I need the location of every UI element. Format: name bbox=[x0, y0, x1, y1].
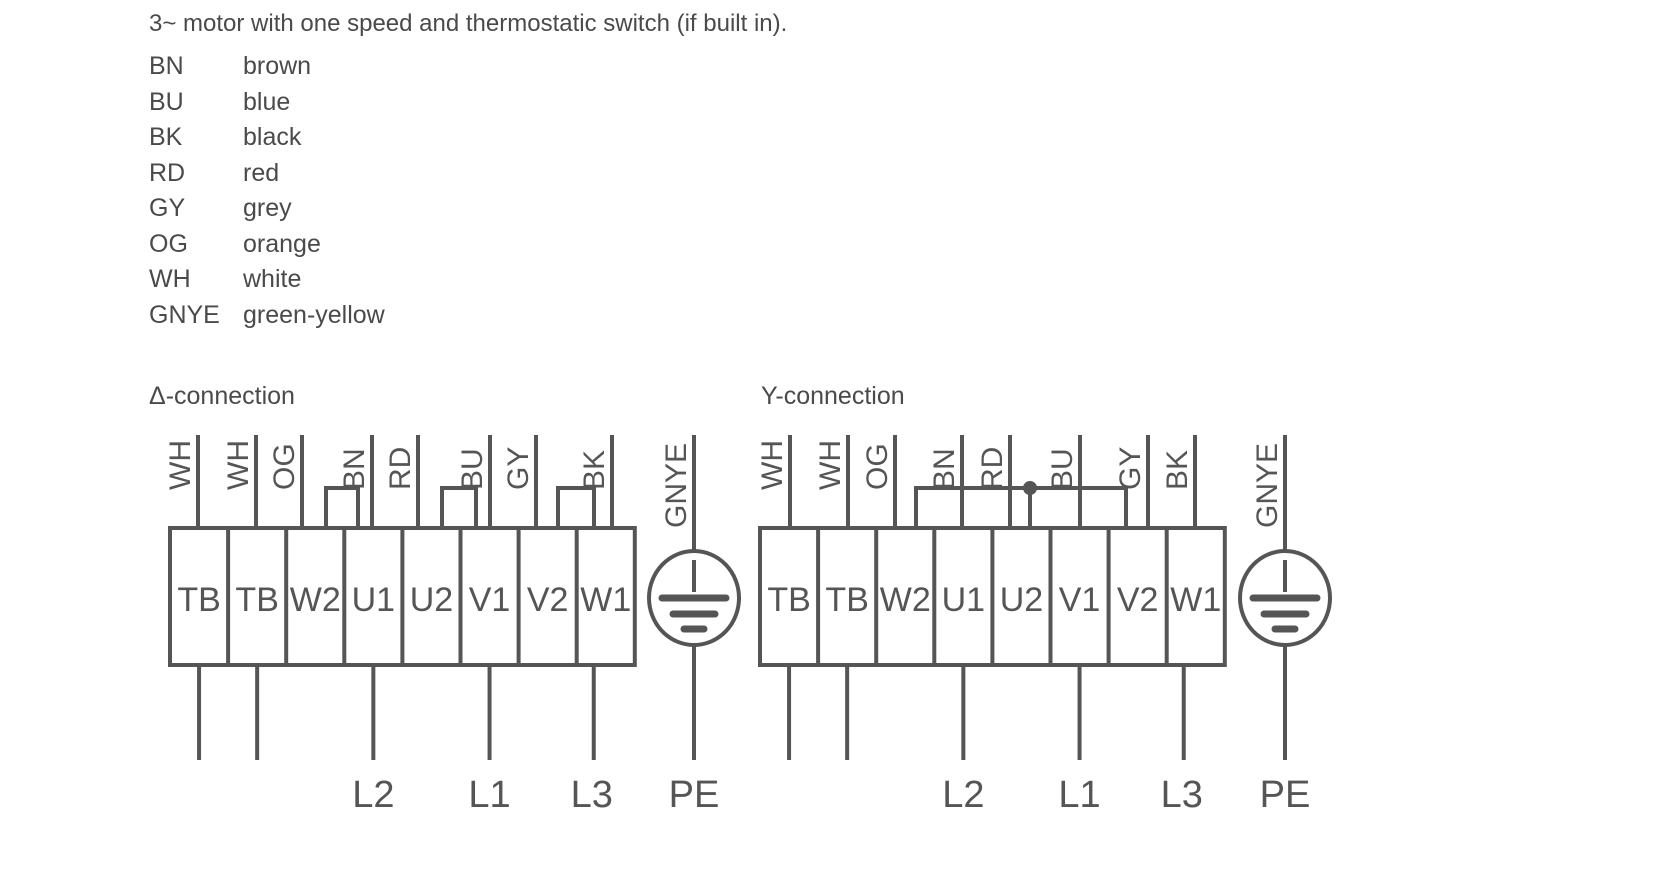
supply-label-l1: L1 bbox=[1058, 774, 1100, 816]
terminal-label: W1 bbox=[1170, 581, 1221, 619]
wire-label: BN bbox=[928, 448, 961, 490]
supply-label-l2: L2 bbox=[942, 774, 984, 816]
terminal-label: U2 bbox=[1000, 581, 1043, 619]
supply-label-l3: L3 bbox=[1161, 774, 1203, 816]
legend-code: GY bbox=[149, 194, 186, 222]
star-bridge bbox=[914, 486, 1128, 528]
legend-name: blue bbox=[243, 87, 291, 116]
wire-label: BU bbox=[456, 448, 489, 490]
supply-label-l3: L3 bbox=[571, 774, 613, 816]
wire-label: RD bbox=[384, 447, 417, 490]
legend-code: WH bbox=[149, 265, 191, 293]
delta-connection-title: Δ-connection bbox=[149, 382, 295, 410]
wire-label: BK bbox=[1161, 450, 1194, 490]
terminal-label: TB bbox=[235, 581, 278, 619]
supply-label-l2: L2 bbox=[352, 774, 394, 816]
terminal-label: U1 bbox=[942, 581, 985, 619]
legend-name: red bbox=[243, 158, 280, 187]
terminal-label: W2 bbox=[290, 581, 341, 619]
wire-label: BU bbox=[1046, 448, 1079, 490]
legend-name: white bbox=[243, 265, 302, 293]
legend-name: orange bbox=[243, 229, 321, 258]
terminal-label: V1 bbox=[1059, 581, 1101, 619]
terminal-label: W2 bbox=[880, 581, 931, 619]
wire-label: OG bbox=[861, 443, 894, 490]
diagram-title: 3~ motor with one speed and thermostatic… bbox=[149, 10, 788, 37]
supply-label-l1: L1 bbox=[468, 774, 510, 816]
legend-code: OG bbox=[149, 229, 188, 258]
terminal-label: U1 bbox=[352, 581, 395, 619]
terminal-label: V2 bbox=[1117, 581, 1159, 619]
delta-jumper bbox=[324, 486, 360, 528]
terminal-label: W1 bbox=[580, 581, 631, 619]
wire-label: BN bbox=[338, 448, 371, 490]
earth-wire-label: GNYE bbox=[660, 443, 693, 528]
terminal-label: U2 bbox=[410, 581, 453, 619]
wire-label: WH bbox=[756, 440, 789, 490]
legend-name: grey bbox=[243, 194, 292, 222]
wire-label: BK bbox=[578, 450, 611, 490]
delta-jumper bbox=[556, 486, 596, 528]
legend-name: black bbox=[243, 123, 302, 151]
wire-label: GY bbox=[1114, 447, 1147, 490]
star-point-dot bbox=[1023, 481, 1037, 495]
legend-code: GNYE bbox=[149, 300, 220, 329]
terminal-label: V2 bbox=[527, 581, 569, 619]
terminal-label: TB bbox=[177, 581, 220, 619]
delta-jumper bbox=[440, 486, 478, 528]
wire-label: WH bbox=[164, 440, 197, 490]
wire-label: GY bbox=[502, 447, 535, 490]
legend-name: brown bbox=[243, 52, 312, 80]
legend-code: BK bbox=[149, 123, 183, 151]
supply-label-pe: PE bbox=[669, 774, 720, 816]
legend-code: RD bbox=[149, 158, 186, 187]
terminal-label: TB bbox=[825, 581, 868, 619]
wire-label: OG bbox=[268, 443, 301, 490]
legend-code: BN bbox=[149, 52, 184, 80]
terminal-label: V1 bbox=[469, 581, 511, 619]
legend-name: green-yellow bbox=[243, 300, 385, 329]
terminal-label: TB bbox=[767, 581, 810, 619]
legend-code: BU bbox=[149, 87, 184, 116]
wire-label: RD bbox=[976, 447, 1009, 490]
wire-label: WH bbox=[814, 440, 847, 490]
y-connection-title: Y-connection bbox=[761, 382, 905, 410]
wire-label: WH bbox=[222, 440, 255, 490]
supply-label-pe: PE bbox=[1260, 774, 1311, 816]
earth-wire-label: GNYE bbox=[1251, 443, 1284, 528]
